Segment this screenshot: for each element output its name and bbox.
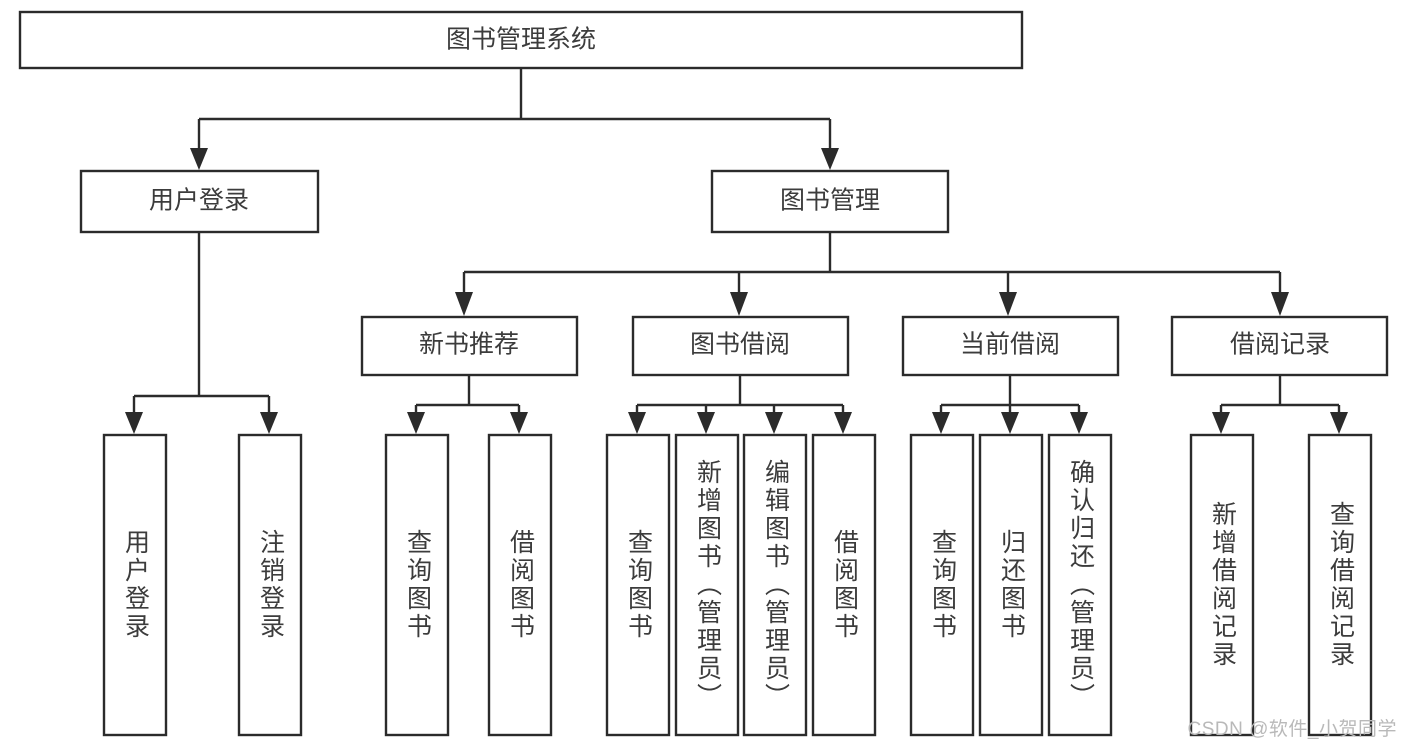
arrow-bb-d2 [697,412,715,434]
connector-group-book-borrow [628,375,852,434]
node-new-book-recommend-box[interactable] [360,315,579,377]
arrow-user-login-d2 [260,412,278,434]
node-leaf-edit-book-box[interactable] [742,433,808,737]
node-root-box[interactable] [18,10,1024,70]
node-borrow-record-label: 借阅记录 [1230,331,1330,359]
node-book-borrow[interactable]: 图书借阅 [631,315,850,377]
node-leaf-query-record-box[interactable] [1307,433,1373,737]
node-book-borrow-label: 图书借阅 [690,331,790,359]
arrow-bb-d3 [765,412,783,434]
connector-group-root [190,68,839,170]
arrow-root-to-user-login [190,148,208,170]
arrow-br-d1 [1212,412,1230,434]
csdn-watermark: CSDN @软件_小贺同学 [1187,719,1397,740]
node-leaf-query-book-3-box[interactable] [909,433,975,737]
connector-group-new-book-recommend [407,375,528,434]
arrow-cb-d3 [1070,412,1088,434]
arrow-cb-d1 [932,412,950,434]
node-current-borrow-box[interactable] [901,315,1120,377]
node-leaf-add-record-box[interactable] [1189,433,1255,737]
arrow-bm-d3 [999,292,1017,316]
node-book-manage-box[interactable] [710,169,950,234]
node-new-book-recommend[interactable]: 新书推荐 [360,315,579,377]
connector-group-user-login [125,232,278,434]
connector-group-book-manage [455,232,1289,316]
connector-group-current-borrow [932,375,1088,434]
arrow-bb-d1 [628,412,646,434]
node-leaf-borrow-book-1-box[interactable] [487,433,553,737]
connector-group-borrow-record [1212,375,1348,434]
leaf-boxes [102,433,1373,737]
arrow-cb-d2 [1001,412,1019,434]
node-current-borrow[interactable]: 当前借阅 [901,315,1120,377]
node-leaf-confirm-return-box[interactable] [1047,433,1113,737]
node-borrow-record[interactable]: 借阅记录 [1170,315,1389,377]
node-user-login[interactable]: 用户登录 [79,169,320,234]
node-book-manage-label: 图书管理 [780,187,880,215]
arrow-nbr-d1 [407,412,425,434]
node-leaf-return-book-box[interactable] [978,433,1044,737]
node-new-book-recommend-label: 新书推荐 [419,331,519,359]
arrow-user-login-d1 [125,412,143,434]
node-root-label: 图书管理系统 [446,26,596,54]
node-book-borrow-box[interactable] [631,315,850,377]
arrow-bm-d2 [730,292,748,316]
node-book-manage[interactable]: 图书管理 [710,169,950,234]
arrow-bb-d4 [834,412,852,434]
node-leaf-add-book-box[interactable] [674,433,740,737]
arrow-bm-d1 [455,292,473,316]
arrow-root-to-book-manage [821,148,839,170]
node-current-borrow-label: 当前借阅 [960,331,1060,359]
node-user-login-box[interactable] [79,169,320,234]
node-leaf-query-book-2-box[interactable] [605,433,671,737]
node-leaf-user-login-box[interactable] [102,433,168,737]
node-user-login-label: 用户登录 [149,187,249,215]
node-leaf-user-logout-box[interactable] [237,433,303,737]
node-borrow-record-box[interactable] [1170,315,1389,377]
arrow-br-d2 [1330,412,1348,434]
node-leaf-borrow-book-2-box[interactable] [811,433,877,737]
node-leaf-query-book-1-box[interactable] [384,433,450,737]
arrow-nbr-d2 [510,412,528,434]
arrow-bm-d4 [1271,292,1289,316]
node-root[interactable]: 图书管理系统 [18,10,1024,70]
